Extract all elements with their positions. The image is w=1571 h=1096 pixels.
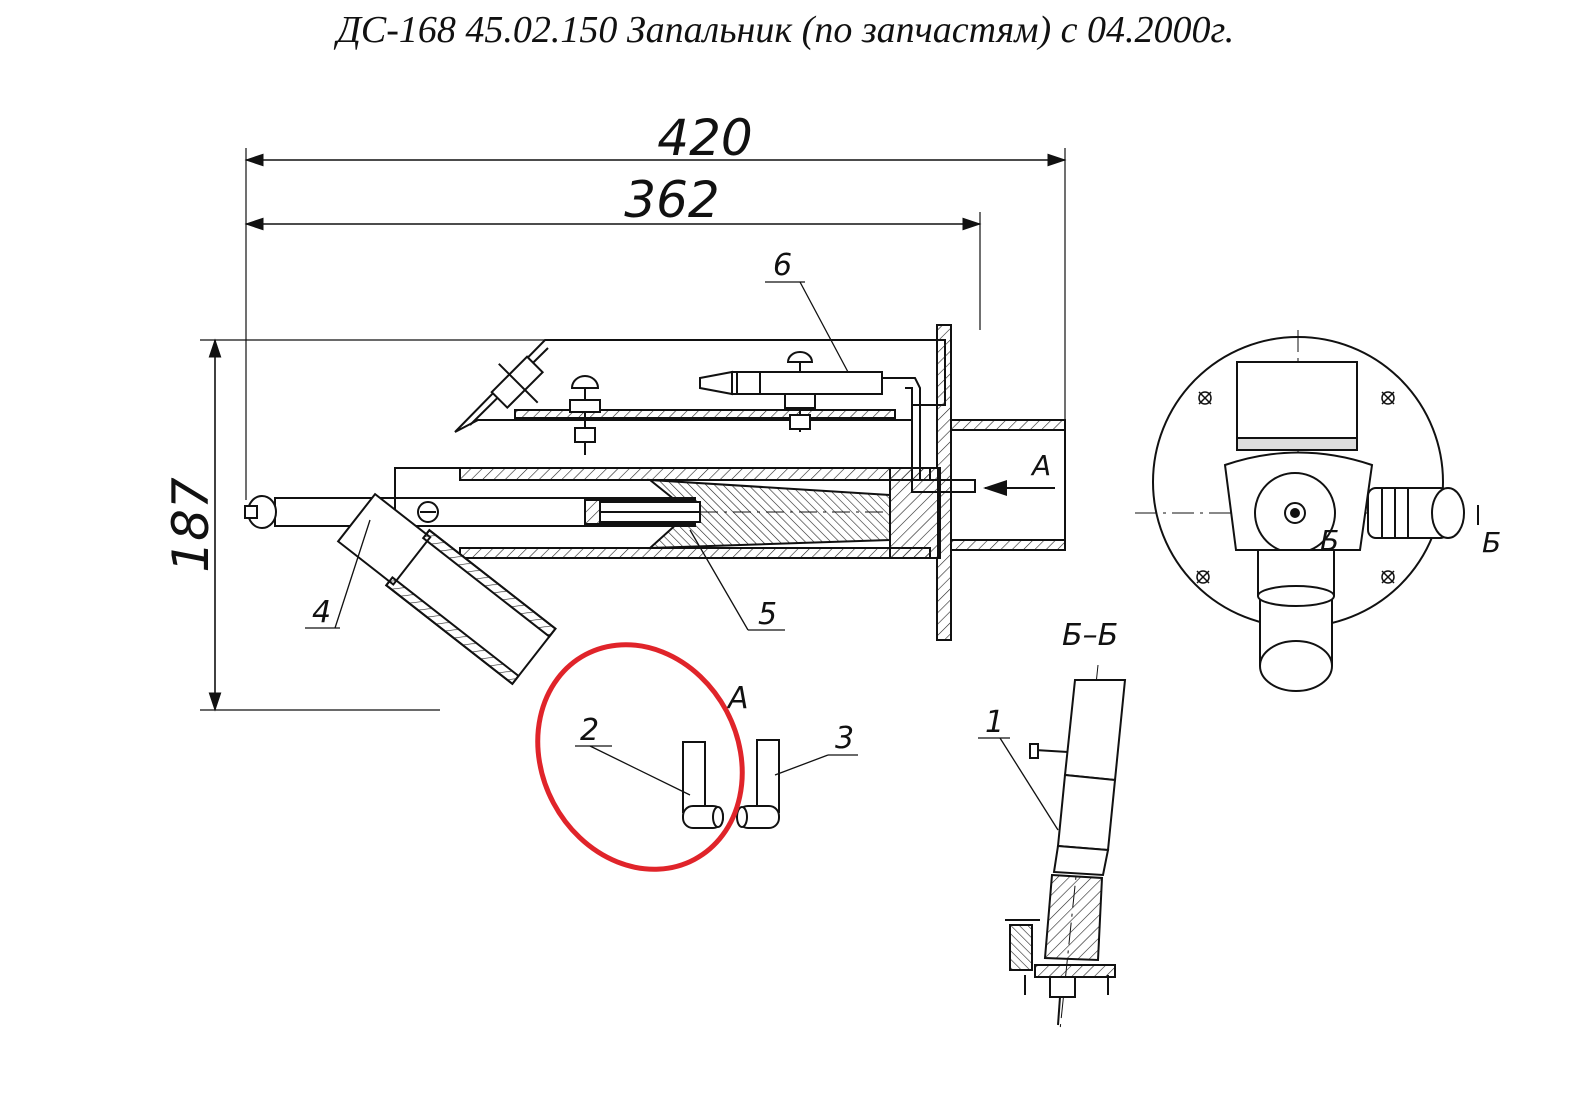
callout-6-label: 6 (773, 248, 792, 283)
cut-b-label-left: Б (1320, 524, 1339, 557)
highlight-circle (535, 642, 745, 872)
dimension-362: 362 (244, 171, 982, 330)
dim-362-label: 362 (624, 171, 719, 229)
callout-5-label: 5 (758, 597, 777, 632)
callout-3-label: 3 (835, 721, 854, 756)
callout-1: 1 (978, 705, 1059, 831)
callout-2: 2 (575, 713, 691, 796)
dimension-420: 420 (244, 109, 1067, 500)
callout-3: 3 (774, 721, 858, 776)
dim-420-label: 420 (657, 109, 752, 167)
igniter-end-view (1135, 330, 1479, 692)
arrow-a-label: А (1030, 449, 1051, 482)
dimension-187: 187 (162, 338, 550, 712)
igniter-side-view: А (244, 324, 1066, 686)
callout-4: 4 (305, 519, 371, 630)
drawing-title: ДС-168 45.02.150 Запальник (по запчастям… (336, 9, 1235, 51)
callout-1-label: 1 (985, 705, 1004, 740)
callout-2-label: 2 (580, 713, 599, 748)
cut-b-label-right: Б (1482, 526, 1501, 559)
callout-4-label: 4 (312, 595, 331, 630)
section-bb-title: Б–Б (1062, 618, 1118, 653)
view-a (682, 739, 780, 829)
callout-5: 5 (689, 529, 785, 632)
section-bb (1005, 664, 1127, 1031)
dim-187-label: 187 (162, 477, 220, 573)
view-a-title: А (726, 681, 749, 716)
callout-6: 6 (765, 248, 849, 373)
